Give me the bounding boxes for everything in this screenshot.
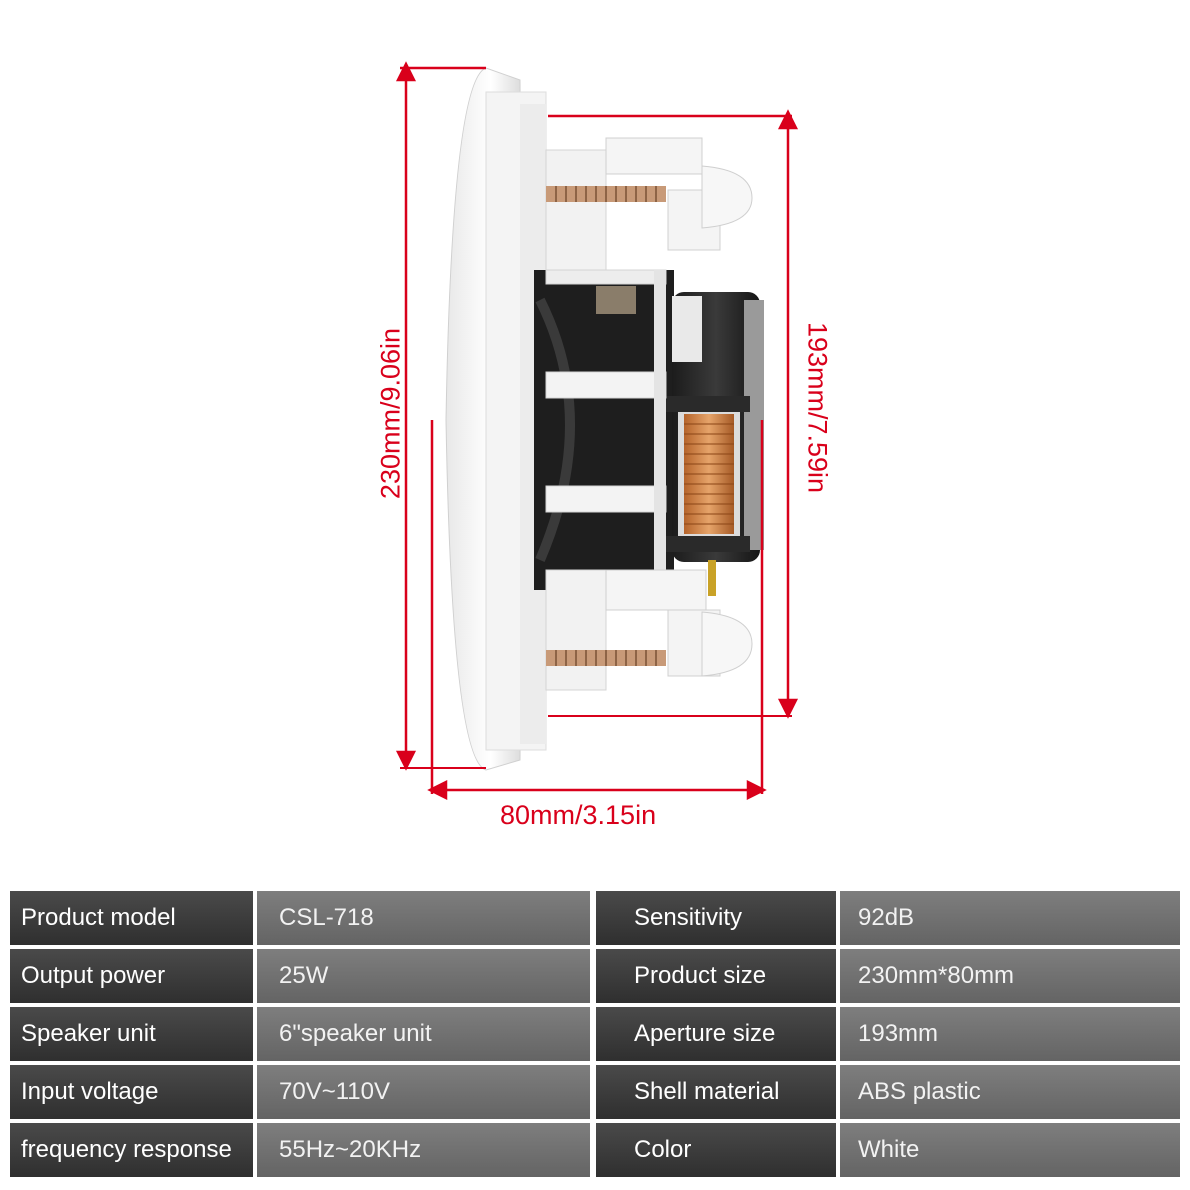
spec-label: Speaker unit — [10, 1007, 253, 1061]
spec-table: Product model CSL-718 Sensitivity 92dB O… — [10, 891, 1180, 1177]
spec-value: 25W — [257, 949, 590, 1003]
spec-label: Product model — [10, 891, 253, 945]
spec-value: 6"speaker unit — [257, 1007, 590, 1061]
height-dimension-label: 230mm/9.06in — [375, 327, 406, 500]
speaker-side-view-image — [395, 61, 799, 801]
depth-dimension-label: 80mm/3.15in — [500, 800, 657, 830]
spec-value: ABS plastic — [840, 1065, 1180, 1119]
spec-value: 193mm — [840, 1007, 1180, 1061]
aperture-dimension-label: 193mm/7.59in — [802, 321, 833, 494]
spec-value: 70V~110V — [257, 1065, 590, 1119]
spec-value: 92dB — [840, 891, 1180, 945]
spec-label: Sensitivity — [596, 891, 836, 945]
spec-label: Output power — [10, 949, 253, 1003]
spec-label: Input voltage — [10, 1065, 253, 1119]
spec-label: Color — [596, 1123, 836, 1177]
spec-value: 230mm*80mm — [840, 949, 1180, 1003]
spec-value: White — [840, 1123, 1180, 1177]
spec-label: Aperture size — [596, 1007, 836, 1061]
spec-label: frequency response — [10, 1123, 253, 1177]
spec-label: Product size — [596, 949, 836, 1003]
spec-value: 55Hz~20KHz — [257, 1123, 590, 1177]
spec-label: Shell material — [596, 1065, 836, 1119]
spec-value: CSL-718 — [257, 891, 590, 945]
